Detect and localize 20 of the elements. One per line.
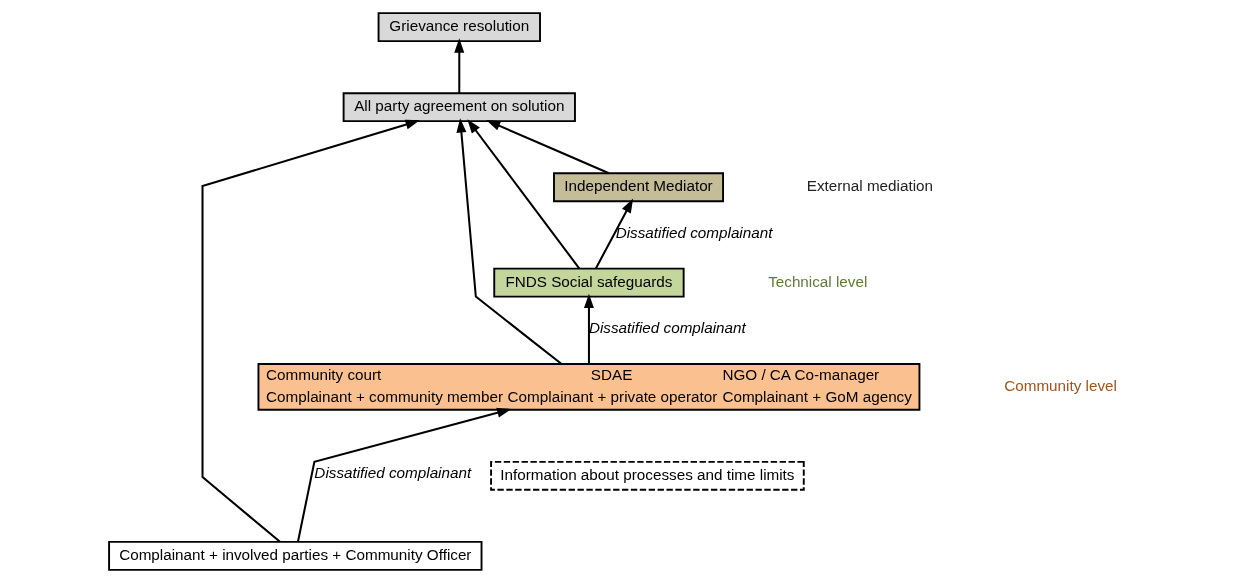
edge-label: Dissatified complainant	[314, 464, 472, 482]
arrow	[456, 118, 562, 365]
arrow	[467, 119, 580, 269]
node-box: Community court SDAE NGO / CA Co-manager Complainant + community member Complainant + private operator Complainant + GoM agency	[257, 363, 921, 411]
arrow	[454, 38, 465, 94]
node-box: Grievance resolution	[377, 12, 541, 43]
label: Technical level	[768, 272, 868, 290]
arrow	[296, 407, 512, 542]
arrow	[583, 293, 594, 364]
arrow	[201, 119, 420, 543]
arrow	[594, 198, 634, 269]
node-box: FNDS Social safeguards	[493, 267, 685, 298]
node-box: All party agreement on solution	[342, 92, 576, 123]
node-box: Independent Mediator	[553, 172, 724, 203]
label: Community level	[1004, 376, 1117, 394]
arrow	[486, 120, 610, 175]
node-box: Complainant + involved parties + Community Officer	[108, 540, 483, 571]
node-box: Information about processes and time limits	[490, 460, 805, 491]
label: External mediation	[806, 177, 934, 195]
edge-label: Dissatified complainant	[615, 223, 773, 241]
